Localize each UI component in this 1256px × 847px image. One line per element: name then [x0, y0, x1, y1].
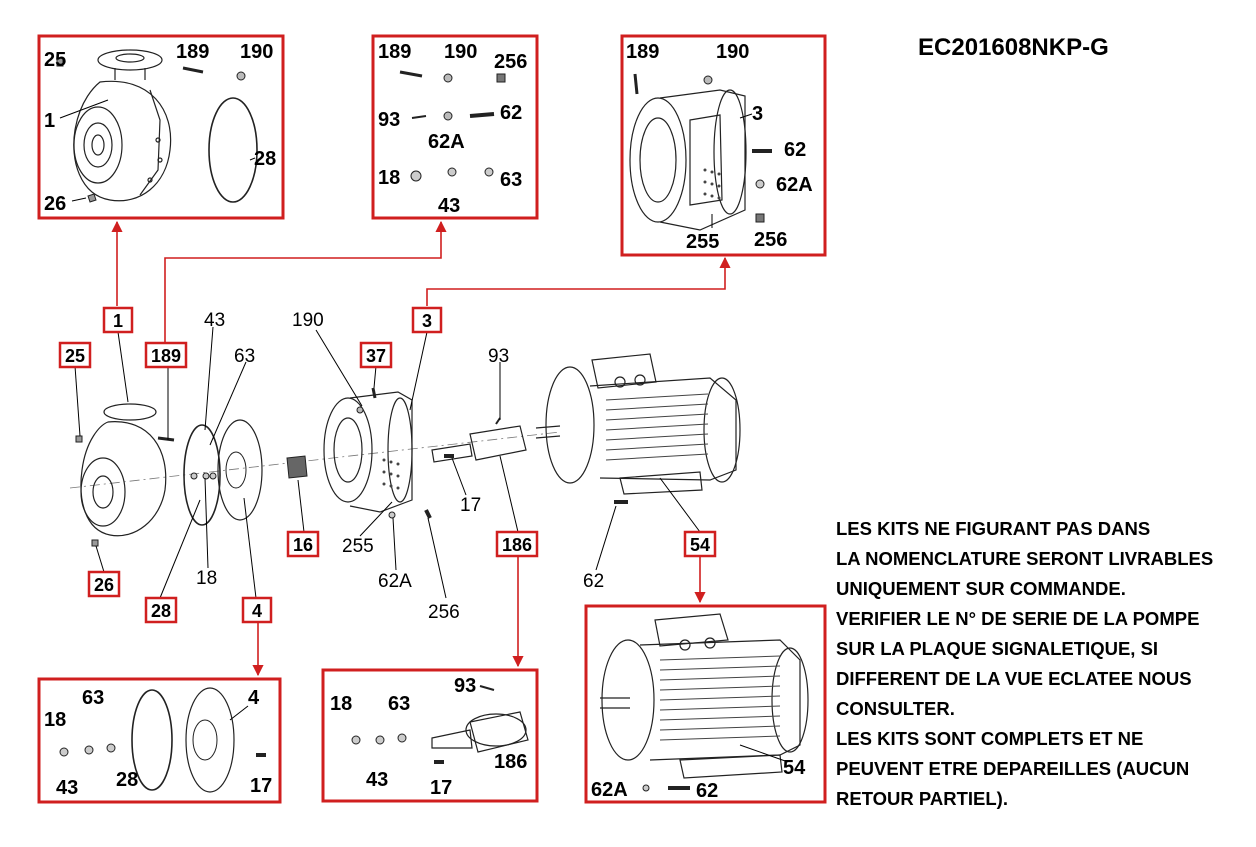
notice-line: LES KITS SONT COMPLETS ET NE: [836, 728, 1144, 749]
label-43: 43: [204, 310, 225, 331]
kit-box-motor: 54 62A 62: [584, 604, 827, 804]
label-63: 63: [388, 693, 410, 715]
kit-connectors: [111, 220, 731, 677]
label-190: 190: [716, 41, 749, 63]
label-62a: 62A: [776, 174, 813, 196]
label-189: 189: [626, 41, 659, 63]
notice-line: LES KITS NE FIGURANT PAS DANS: [836, 518, 1151, 539]
tag-4: 4: [241, 596, 273, 624]
notice-line: CONSULTER.: [836, 698, 955, 719]
label-63: 63: [234, 346, 255, 367]
label-256: 256: [494, 51, 527, 73]
label-255: 255: [342, 536, 374, 557]
label-17: 17: [460, 495, 481, 516]
label-62a: 62A: [591, 779, 628, 801]
kit-box-impeller: 63 4 18 43 28 17: [37, 677, 282, 804]
label-1: 1: [44, 110, 55, 132]
label-18: 18: [196, 568, 217, 589]
label-62a: 62A: [378, 571, 412, 592]
tag-26: 26: [87, 570, 121, 598]
label-255: 255: [686, 231, 719, 253]
label-28: 28: [116, 769, 138, 791]
label-18: 18: [378, 167, 400, 189]
svg-text:189: 189: [151, 346, 181, 366]
main-exploded-view: 43 63 190 93 17 255 62A 256 18 62 1 189 …: [58, 306, 741, 624]
label-189: 189: [378, 41, 411, 63]
label-190: 190: [444, 41, 477, 63]
notice-line: DIFFERENT DE LA VUE ECLATEE NOUS: [836, 668, 1192, 689]
label-43: 43: [438, 195, 460, 217]
diagram-title: EC201608NKP-G: [918, 34, 1109, 61]
tag-37: 37: [359, 341, 393, 369]
tag-25: 25: [58, 341, 92, 369]
label-62: 62: [500, 102, 522, 124]
svg-text:1: 1: [113, 311, 123, 331]
label-186: 186: [494, 751, 527, 773]
svg-text:26: 26: [94, 575, 114, 595]
tag-189: 189: [144, 341, 188, 369]
label-93: 93: [488, 346, 509, 367]
label-190: 190: [240, 41, 273, 63]
label-256: 256: [428, 602, 460, 623]
notice-line: LA NOMENCLATURE SERONT LIVRABLES: [836, 548, 1214, 569]
label-17: 17: [430, 777, 452, 799]
tag-3: 3: [411, 306, 443, 334]
kit-box-bracket: 189 190 3 62 62A 255 256: [620, 34, 827, 257]
tag-28: 28: [144, 596, 178, 624]
label-43: 43: [366, 769, 388, 791]
svg-text:4: 4: [252, 601, 262, 621]
svg-text:186: 186: [502, 535, 532, 555]
label-93: 93: [454, 675, 476, 697]
tag-54: 54: [683, 530, 717, 558]
label-18: 18: [44, 709, 66, 731]
tag-1: 1: [102, 306, 134, 334]
label-43: 43: [56, 777, 78, 799]
svg-text:37: 37: [366, 346, 386, 366]
label-28: 28: [254, 148, 276, 170]
notice-line: RETOUR PARTIEL).: [836, 788, 1008, 809]
label-3: 3: [752, 103, 763, 125]
kit-notice: LES KITS NE FIGURANT PAS DANS LA NOMENCL…: [836, 514, 1246, 814]
notice-line: VERIFIER LE N° DE SERIE DE LA POMPE: [836, 608, 1200, 629]
label-63: 63: [500, 169, 522, 191]
notice-line: SUR LA PLAQUE SIGNALETIQUE, SI: [836, 638, 1159, 659]
label-25: 25: [44, 49, 66, 71]
label-63: 63: [82, 687, 104, 709]
tag-186: 186: [495, 530, 539, 558]
volute-drawing: [73, 49, 172, 202]
svg-text:28: 28: [151, 601, 171, 621]
label-62: 62: [696, 780, 718, 802]
label-62: 62: [784, 139, 806, 161]
tag-16: 16: [286, 530, 320, 558]
svg-text:3: 3: [422, 311, 432, 331]
kit-box-fasteners: 189 190 256 93 62 62A 18 63 43: [371, 34, 539, 220]
label-93: 93: [378, 109, 400, 131]
label-256: 256: [754, 229, 787, 251]
label-4: 4: [248, 687, 260, 709]
kit-box-volute: 25 189 190 1 28 26: [37, 34, 285, 220]
notice-line: UNIQUEMENT SUR COMMANDE.: [836, 578, 1126, 599]
svg-text:54: 54: [690, 535, 710, 555]
label-190: 190: [292, 310, 324, 331]
label-18: 18: [330, 693, 352, 715]
label-54: 54: [783, 757, 806, 779]
label-17: 17: [250, 775, 272, 797]
kit-box-shaft: 93 18 63 186 43 17: [321, 668, 539, 803]
label-26: 26: [44, 193, 66, 215]
svg-text:25: 25: [65, 346, 85, 366]
label-62: 62: [583, 571, 604, 592]
label-189: 189: [176, 41, 209, 63]
svg-text:16: 16: [293, 535, 313, 555]
label-62a: 62A: [428, 131, 465, 153]
notice-line: PEUVENT ETRE DEPAREILLES (AUCUN: [836, 758, 1190, 779]
